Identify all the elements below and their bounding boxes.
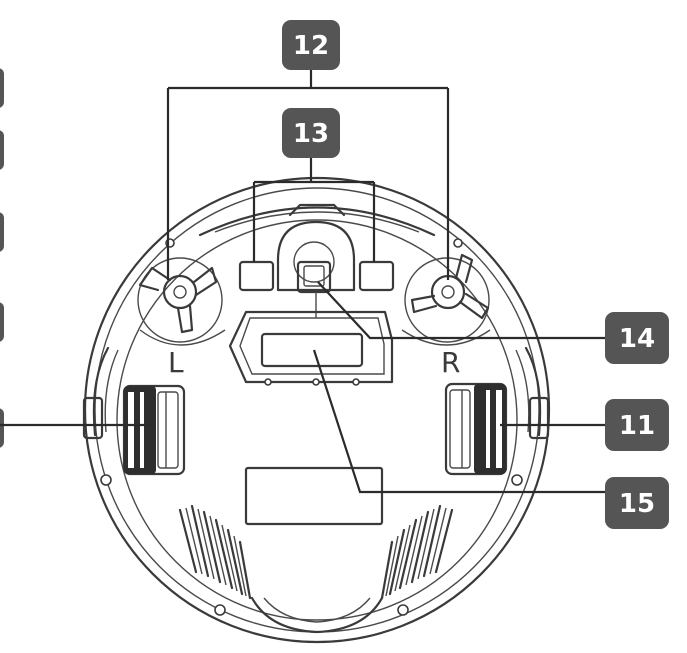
robot-body [83,176,551,644]
charging-contacts [82,396,550,440]
bottom-plate [116,219,518,621]
cropped-badges-left [0,68,4,448]
main-brush-compartment [228,310,394,386]
right-drive-wheel [444,382,508,476]
rear-notch [250,596,384,634]
cliff-sensors [238,260,395,292]
left-cliff-sensor [238,260,275,292]
left-brush-housing [137,257,223,343]
leader-15 [312,349,605,494]
badge-14: 14 [605,312,669,364]
svg-text:15: 15 [619,489,655,519]
right-rear-vents [380,504,454,600]
callout-leaders [0,70,605,494]
badge-11: 11 [605,399,669,451]
front-bumper [198,206,436,237]
left-marker: L [168,346,184,379]
bumper-notch [288,203,346,217]
svg-text:14: 14 [619,324,655,354]
front-caster-wheel [276,220,356,318]
housing-screws [100,238,523,616]
leader-14 [317,281,605,340]
right-cliff-sensor [358,260,395,292]
leader-13 [252,158,376,262]
left-rear-vents [178,504,252,600]
right-marker: R [441,346,460,379]
svg-text:12: 12 [293,31,329,61]
left-drive-wheel [122,384,186,476]
svg-text:11: 11 [619,411,655,441]
inner-rim [94,187,540,633]
battery-cover [244,466,384,526]
svg-text:13: 13 [293,119,329,149]
badge-13: 13 [282,108,340,158]
side-markers: L R [168,346,460,379]
badge-12: 12 [282,20,340,70]
badge-15: 15 [605,477,669,529]
leader-12 [166,70,450,280]
left-side-brush [138,266,218,334]
